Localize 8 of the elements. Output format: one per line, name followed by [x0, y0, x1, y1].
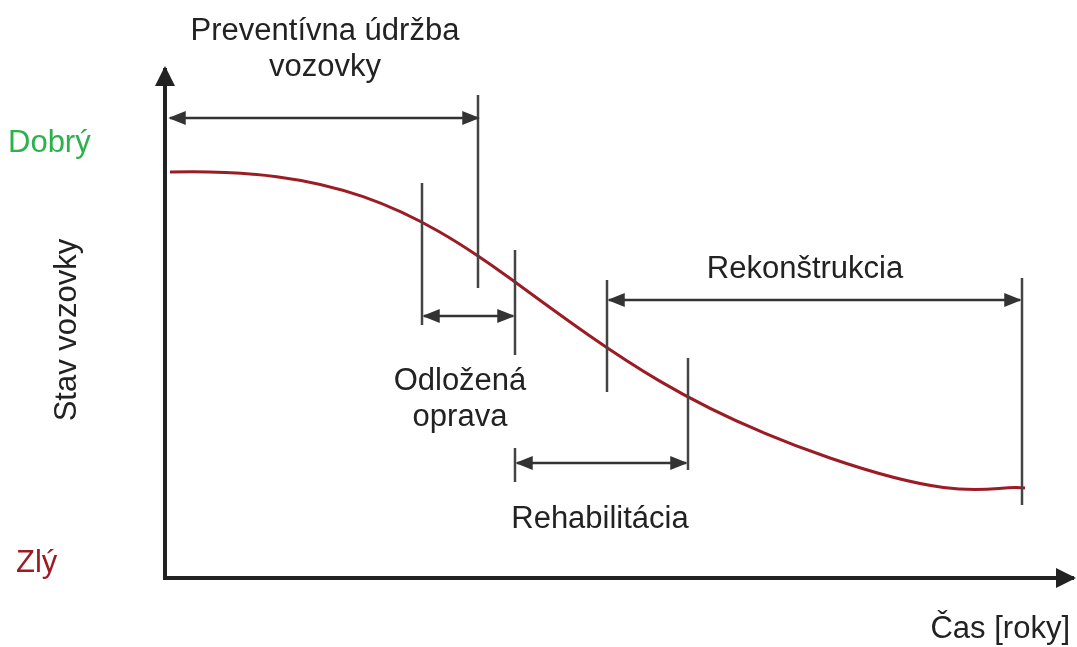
- range-label: Odložená oprava: [392, 362, 528, 434]
- scale-label: Zlý: [16, 544, 58, 580]
- range-label: Rehabilitácia: [510, 500, 690, 536]
- axis-label: Čas [roky]: [929, 610, 1070, 646]
- scale-label: Dobrý: [8, 124, 91, 160]
- range-label: Preventívna údržba vozovky: [190, 12, 460, 84]
- axis-label: Stav vozovky: [48, 238, 85, 422]
- range-label: Rekonštrukcia: [705, 250, 905, 286]
